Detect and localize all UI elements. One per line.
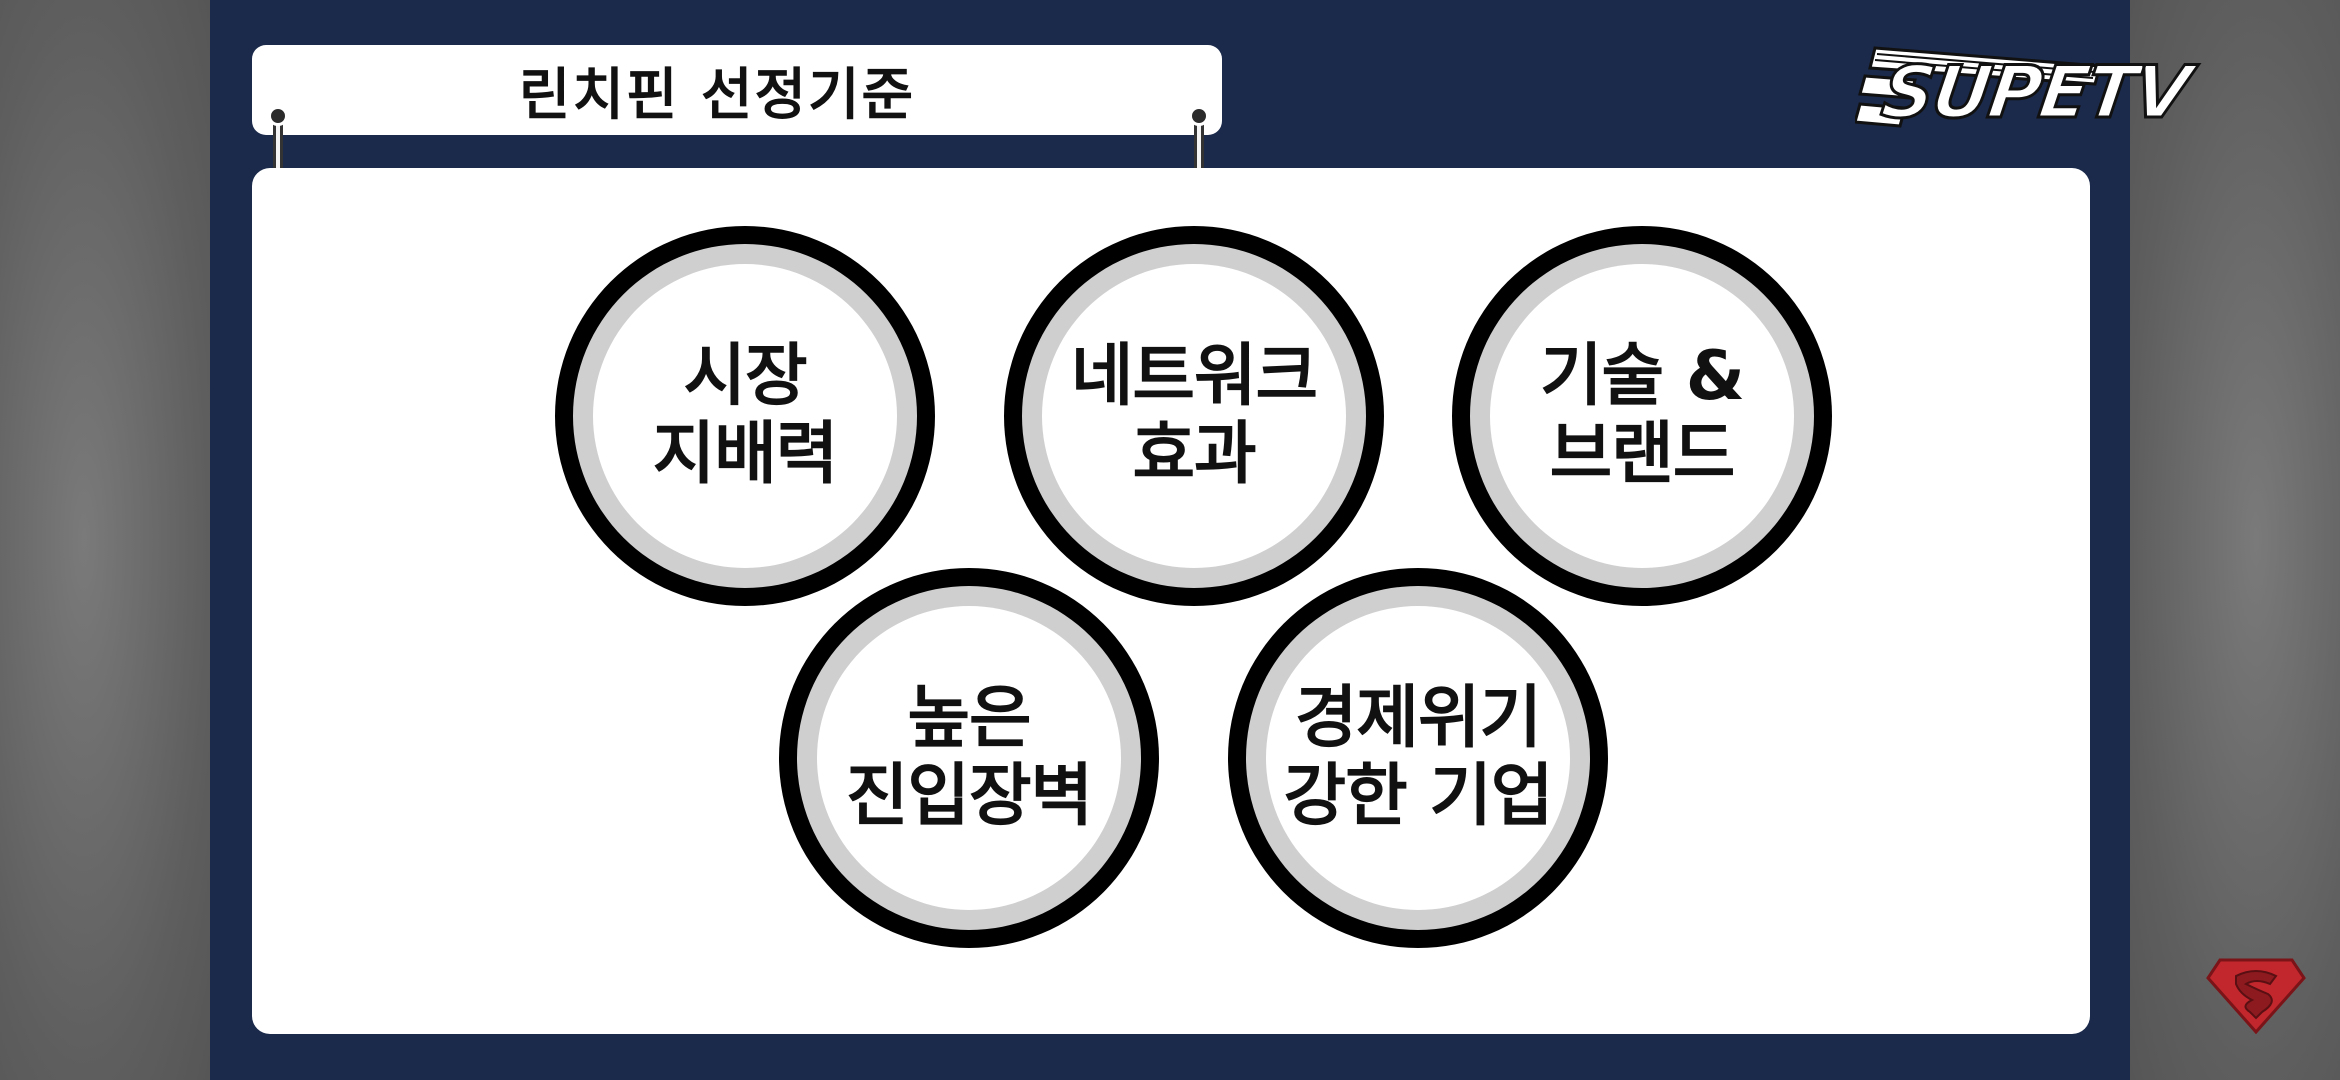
title-tab: 린치핀 선정기준 bbox=[252, 45, 1222, 135]
criterion-line: 기술 & bbox=[1539, 337, 1745, 416]
criterion-circle-crisis-resilience: 경제위기 강한 기업 bbox=[1228, 568, 1608, 948]
left-hanger-top-ring bbox=[268, 106, 288, 126]
criterion-line: 지배력 bbox=[652, 415, 839, 494]
criterion-line: 브랜드 bbox=[1549, 415, 1736, 494]
criterion-line: 강한 기업 bbox=[1283, 757, 1554, 836]
criterion-line: 진입장벽 bbox=[845, 757, 1093, 836]
right-hanger bbox=[1194, 112, 1204, 186]
superman-shield-icon bbox=[2206, 958, 2306, 1035]
criterion-circle-market-dominance: 시장 지배력 bbox=[555, 226, 935, 606]
criterion-line: 효과 bbox=[1132, 415, 1256, 494]
left-hanger bbox=[273, 112, 283, 186]
criterion-circle-tech-brand: 기술 & 브랜드 bbox=[1452, 226, 1832, 606]
content-panel: 시장 지배력 네트워크 효과 기술 & 브랜드 높은 진입장벽 bbox=[252, 168, 2090, 1034]
slide-title: 린치핀 선정기준 bbox=[518, 62, 916, 128]
criterion-circle-entry-barrier: 높은 진입장벽 bbox=[779, 568, 1159, 948]
criterion-line: 네트워크 bbox=[1070, 337, 1318, 416]
supetv-logo: SUPETV bbox=[1855, 28, 2196, 153]
criterion-circle-network-effect: 네트워크 효과 bbox=[1004, 226, 1384, 606]
left-blurred-margin bbox=[0, 0, 210, 1080]
criterion-line: 경제위기 bbox=[1294, 679, 1542, 758]
presentation-slide: 린치핀 선정기준 시장 지배력 네트워크 효과 기술 & 브랜드 bbox=[210, 0, 2196, 1080]
criterion-line: 시장 bbox=[683, 337, 807, 416]
criterion-line: 높은 bbox=[907, 679, 1031, 758]
logo-stripes-icon bbox=[1855, 46, 2102, 128]
logo-text: SUPETV bbox=[1876, 49, 2196, 136]
right-blurred-margin bbox=[2130, 0, 2340, 1080]
right-hanger-top-ring bbox=[1189, 106, 1209, 126]
